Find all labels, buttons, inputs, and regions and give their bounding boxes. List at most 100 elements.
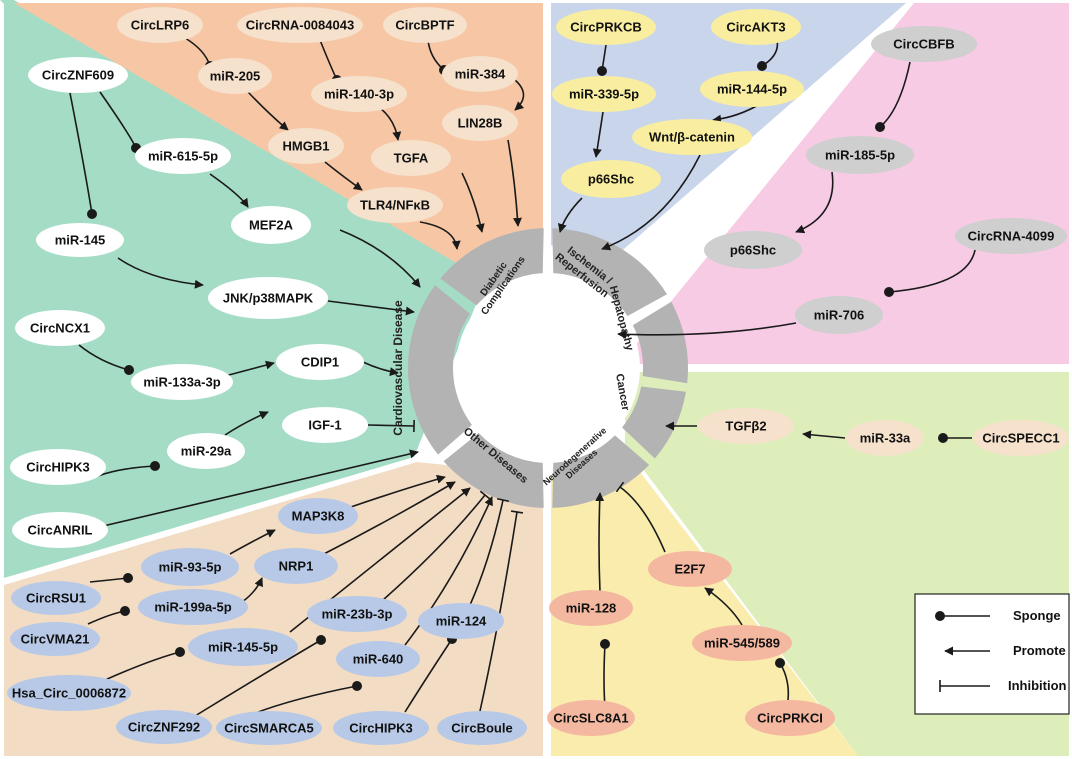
node-mir128: miR-128 [549, 590, 633, 626]
segment-other-diseases [443, 433, 544, 508]
legend-inhibition-label: Inhibition [1008, 678, 1067, 693]
node-label: CircSPECC1 [982, 431, 1059, 446]
node-mir133: miR-133a-3p [131, 364, 233, 400]
promote-edge [592, 111, 604, 158]
node-e2f7: E2F7 [648, 551, 732, 587]
node-label: CircZNF609 [42, 68, 114, 83]
node-circncx1: CircNCX1 [15, 310, 105, 346]
node-label: miR-145-5p [208, 640, 278, 655]
node-circhipk3-cv: CircHIPK3 [10, 449, 106, 485]
inhibition-edge [619, 486, 666, 553]
promote-edge [324, 161, 363, 191]
node-label: CircHIPK3 [26, 460, 90, 475]
node-circslc8a1: CircSLC8A1 [547, 700, 635, 736]
node-ellipse [237, 7, 363, 43]
node-label: TGFβ2 [725, 419, 766, 434]
node-label: CircPRKCB [570, 20, 642, 35]
node-ellipse [36, 223, 124, 257]
node-mir144: miR-144-5p [700, 71, 804, 107]
node-cdip1: CDIP1 [276, 344, 364, 380]
node-mir145-5p: miR-145-5p [188, 628, 298, 666]
node-ellipse [188, 628, 298, 666]
segment-hepatopathy [632, 301, 688, 384]
node-label: CircRNA-0084043 [246, 18, 354, 33]
node-circrna4099: CircRNA-4099 [955, 218, 1067, 254]
node-ellipse [871, 26, 977, 62]
sponge-dot [123, 573, 133, 583]
promote-edge [224, 360, 275, 377]
node-label: miR-93-5p [159, 560, 222, 575]
node-circrna0084043: CircRNA-0084043 [237, 7, 363, 43]
node-circrsu1: CircRSU1 [11, 581, 101, 615]
node-mir145: miR-145 [36, 223, 124, 257]
node-ellipse [276, 344, 364, 380]
node-circboule: CircBoule [437, 711, 527, 745]
node-ellipse [141, 548, 239, 586]
node-label: CircRNA-4099 [968, 229, 1055, 244]
node-circznf609: CircZNF609 [28, 57, 128, 93]
node-mir615: miR-615-5p [135, 138, 231, 174]
node-mir205: miR-205 [198, 58, 272, 94]
node-ellipse [561, 160, 661, 198]
node-ellipse [11, 581, 101, 615]
node-ellipse [549, 590, 633, 626]
node-ellipse [311, 76, 407, 112]
node-mir33a: miR-33a [846, 420, 924, 456]
node-label: CircAKT3 [726, 20, 785, 35]
node-label: p66Shc [730, 243, 776, 258]
promote-edge [461, 172, 485, 233]
promote-edge [319, 481, 456, 557]
node-ellipse [383, 7, 467, 43]
sponge-dot [124, 365, 134, 375]
node-tlr4: TLR4/NFκB [347, 187, 443, 223]
ring-center [456, 276, 640, 460]
interaction-edges [69, 37, 976, 719]
segment-neurodegenerative [552, 435, 650, 508]
node-ellipse [437, 711, 527, 745]
node-ellipse [278, 498, 358, 534]
inhibition-bar [496, 497, 510, 503]
promote-edge [347, 474, 446, 509]
node-label: Hsa_Circ_0006872 [12, 686, 126, 701]
promote-edge [117, 257, 204, 289]
node-tgfb2: TGFβ2 [698, 408, 794, 444]
node-ellipse [547, 700, 635, 736]
node-mir140: miR-140-3p [311, 76, 407, 112]
node-label: CircLRP6 [131, 18, 190, 33]
node-label: CircNCX1 [30, 321, 90, 336]
node-label: NRP1 [279, 559, 314, 574]
node-label: MAP3K8 [292, 509, 345, 524]
legend-promote-label: Promote [1013, 643, 1066, 658]
node-label: CDIP1 [301, 355, 339, 370]
sponge-edge [97, 465, 156, 477]
node-label: miR-124 [436, 614, 487, 629]
node-ellipse [371, 140, 451, 176]
node-ellipse [307, 596, 407, 632]
node-jnk: JNK/p38MAPK [208, 277, 328, 319]
sponge-edge [104, 651, 181, 681]
node-ellipse [268, 128, 344, 164]
inhibition-edge [382, 494, 486, 601]
node-ellipse [698, 408, 794, 444]
node-ellipse [7, 675, 131, 711]
node-mir124: miR-124 [418, 603, 504, 639]
legend-sponge-label: Sponge [1013, 608, 1061, 623]
promote-edge [404, 496, 493, 646]
node-circsmarca5: CircSMARCA5 [216, 711, 322, 745]
node-mir199: miR-199a-5p [138, 589, 248, 625]
node-label: miR-140-3p [324, 87, 394, 102]
sponge-dot [175, 647, 185, 657]
promote-edge [247, 91, 289, 131]
node-label: LIN28B [458, 116, 503, 131]
sponge-edge [879, 61, 911, 128]
node-label: miR-384 [455, 67, 506, 82]
segment-diabetic-complications [440, 228, 544, 306]
promote-edge [241, 577, 263, 603]
promote-edge [802, 430, 846, 440]
node-label: CircHIPK3 [349, 721, 413, 736]
node-ellipse [347, 187, 443, 223]
node-lin28b: LIN28B [442, 105, 518, 141]
node-mir640: miR-640 [336, 641, 420, 677]
